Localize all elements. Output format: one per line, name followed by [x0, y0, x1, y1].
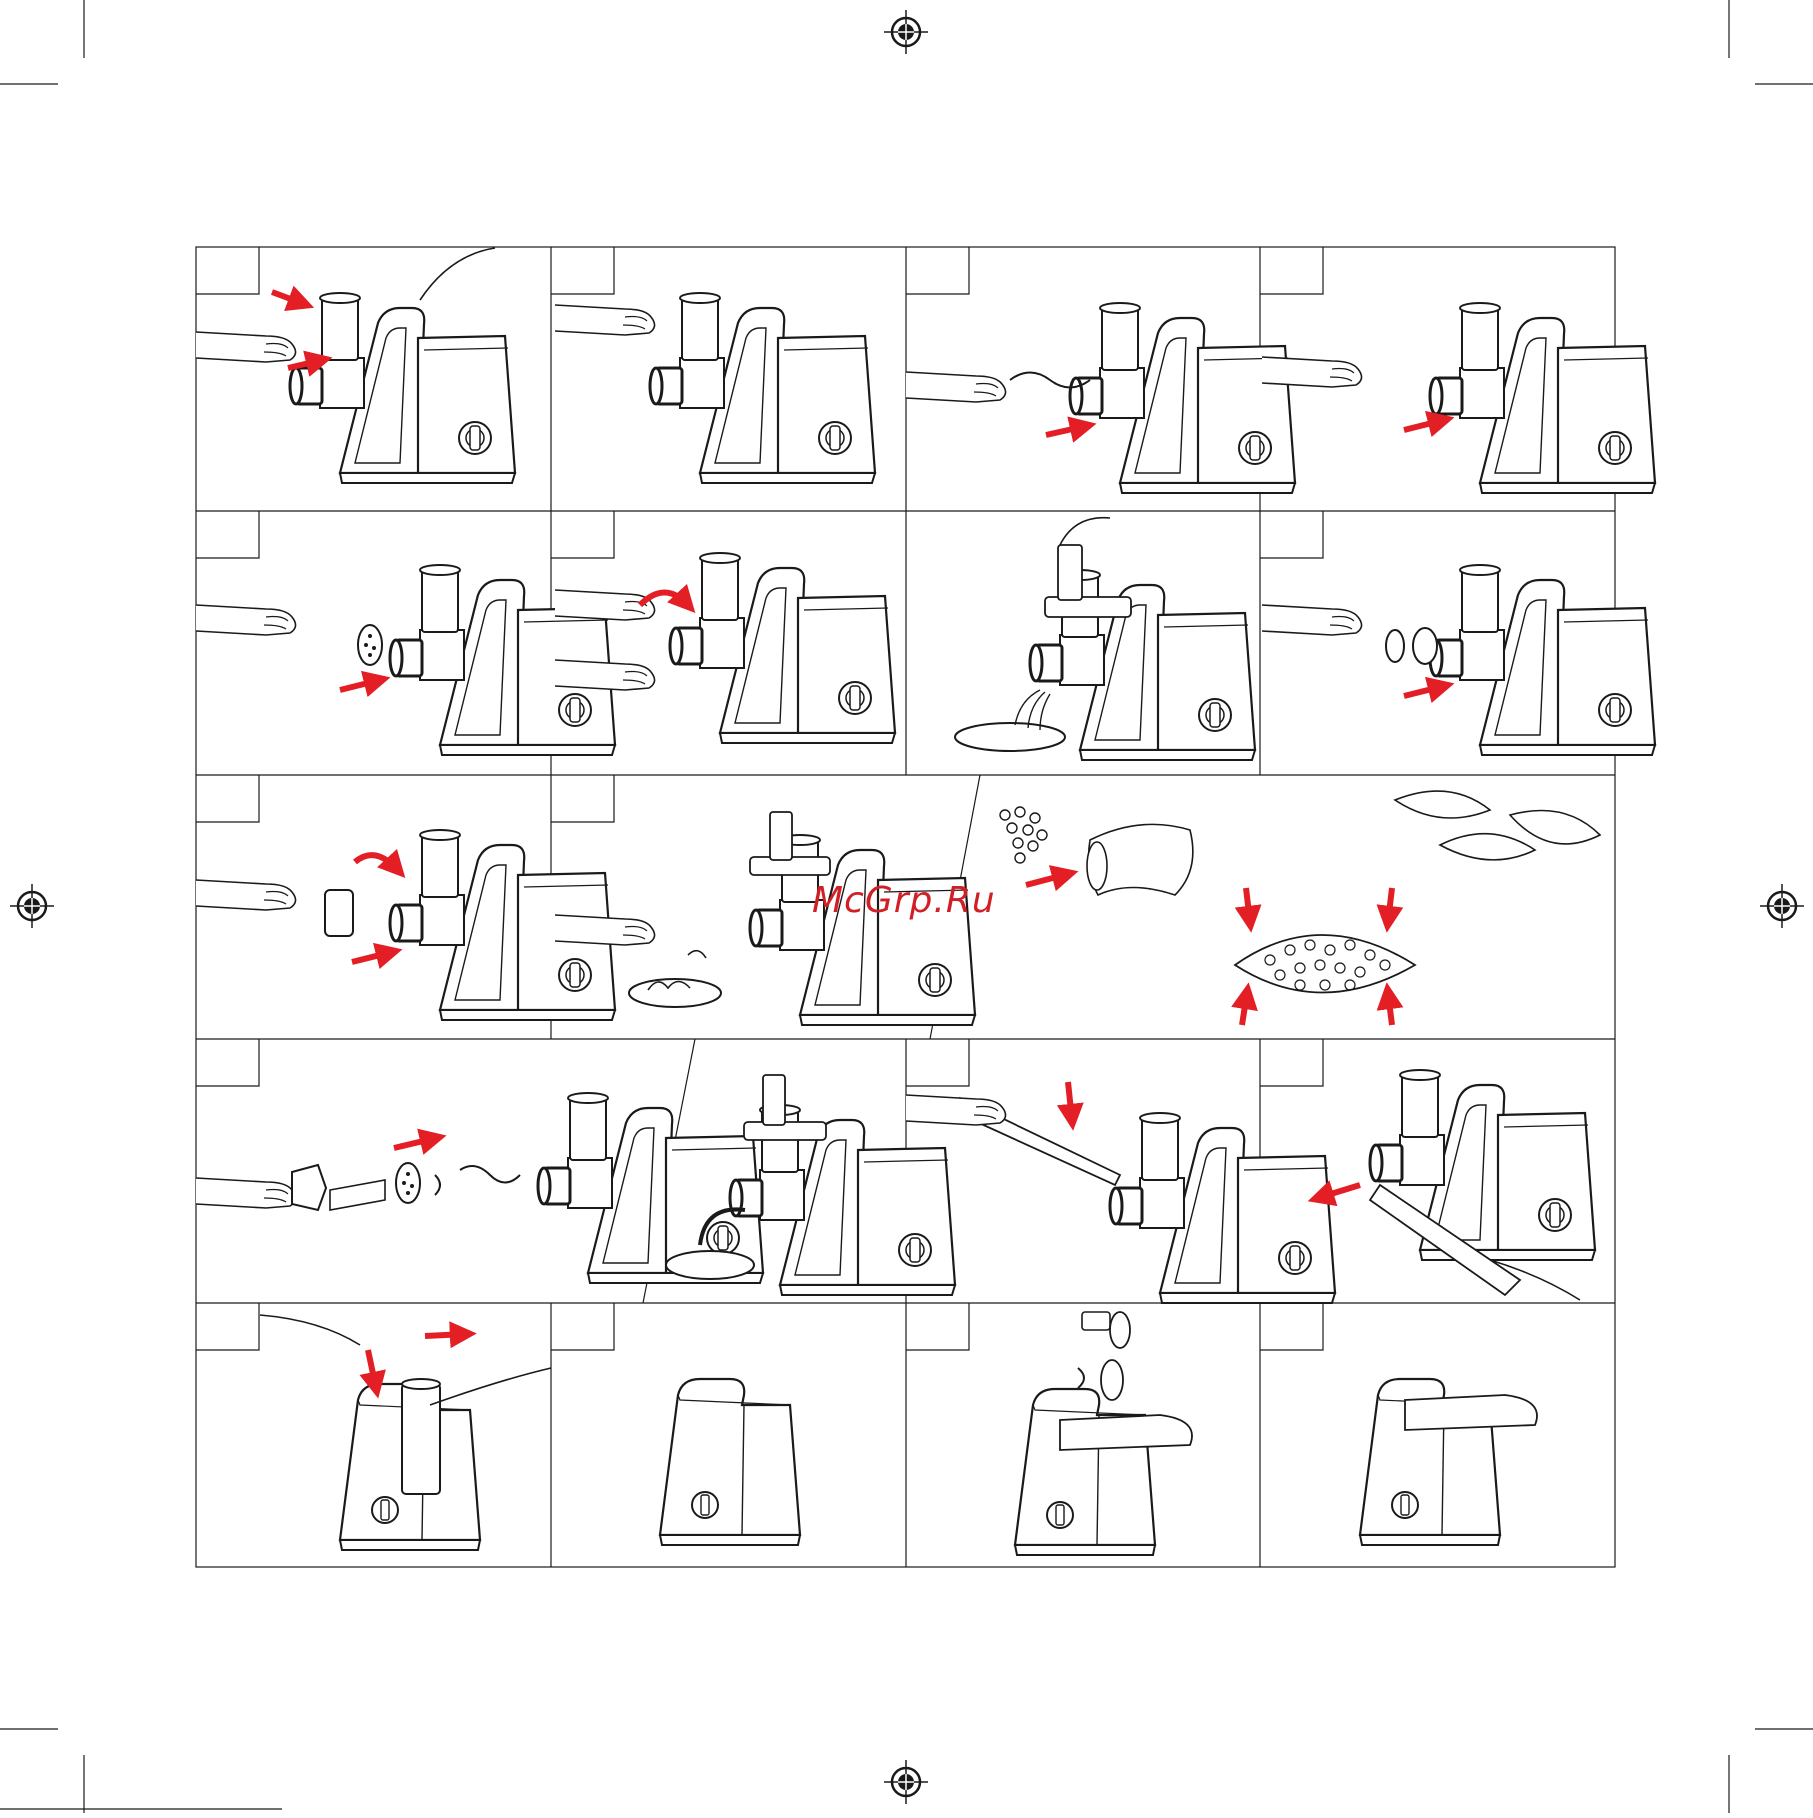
registration-mark-icon: [10, 884, 54, 928]
step-4-illustration: [1262, 303, 1655, 493]
registration-mark-icon: [1760, 884, 1804, 928]
step-2-illustration: [555, 293, 875, 483]
watermark-text: McGrp.Ru: [812, 880, 996, 921]
step-9-illustration: [196, 830, 615, 1020]
step-14-illustration: [260, 1315, 551, 1550]
step-7-illustration: [955, 518, 1255, 760]
step-17-illustration: [1360, 1379, 1537, 1545]
kebbe-diagram: [1000, 791, 1600, 1025]
registration-mark-icon: [884, 1760, 928, 1804]
step-3-illustration: [906, 303, 1295, 493]
step-12-illustration: [906, 1082, 1335, 1303]
step-15-illustration: [660, 1379, 800, 1545]
step-13-illustration: [1318, 1070, 1595, 1300]
step-16-illustration: [1015, 1312, 1192, 1555]
step-5-illustration: [196, 565, 615, 755]
step-8-illustration: [1262, 565, 1655, 755]
step-1-illustration: [196, 248, 515, 483]
registration-mark-icon: [884, 10, 928, 54]
